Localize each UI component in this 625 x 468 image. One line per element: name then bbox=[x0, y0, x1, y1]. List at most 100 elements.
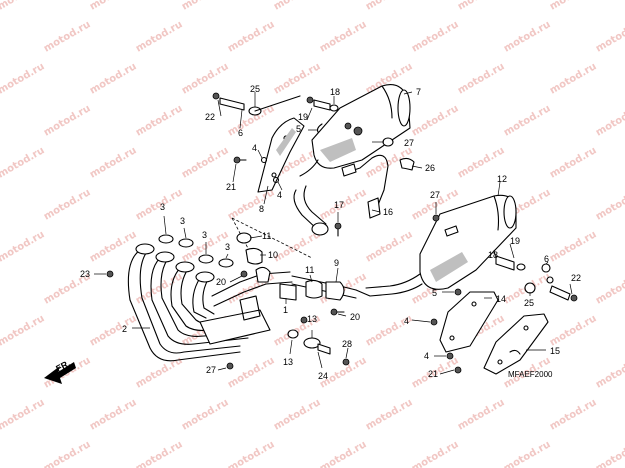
watermark-text: motod.ru bbox=[42, 103, 92, 139]
lower-right-hardware bbox=[454, 255, 578, 302]
watermark-text: motod.ru bbox=[594, 187, 625, 223]
watermark-text: motod.ru bbox=[318, 19, 368, 55]
callout: 5 bbox=[296, 124, 301, 134]
watermark-text: motod.ru bbox=[0, 313, 46, 349]
watermark-text: motod.ru bbox=[502, 103, 552, 139]
callout: 21 bbox=[428, 369, 438, 379]
callout: 15 bbox=[550, 346, 560, 356]
callout: 1 bbox=[283, 305, 288, 315]
watermark-text: motod.ru bbox=[594, 19, 625, 55]
watermark-text: motod.ru bbox=[364, 0, 414, 13]
diagram-code: MFAEF2000 bbox=[508, 370, 553, 379]
watermark-text: motod.ru bbox=[548, 0, 598, 13]
callout: 3 bbox=[160, 202, 165, 212]
watermark-text: motod.ru bbox=[272, 61, 322, 97]
watermark-text: motod.ru bbox=[548, 397, 598, 433]
watermark-text: motod.ru bbox=[364, 229, 414, 265]
watermark-text: motod.ru bbox=[456, 61, 506, 97]
upper-bracket-parts bbox=[212, 92, 415, 184]
callout: 6 bbox=[544, 254, 549, 264]
callout: 20 bbox=[350, 312, 360, 322]
watermark-text: motod.ru bbox=[180, 61, 230, 97]
watermark-text: motod.ru bbox=[0, 61, 46, 97]
lower-muffler bbox=[355, 194, 517, 297]
callout: 2 bbox=[122, 324, 127, 334]
watermark-text: motod.ru bbox=[410, 19, 460, 55]
callout: 25 bbox=[524, 298, 534, 308]
callout: 28 bbox=[342, 339, 352, 349]
watermark-text: motod.ru bbox=[88, 313, 138, 349]
callout: 27 bbox=[404, 138, 414, 148]
callout: 23 bbox=[80, 269, 90, 279]
watermark-text: motod.ru bbox=[594, 439, 625, 468]
callout: 27 bbox=[430, 190, 440, 200]
watermark-text: motod.ru bbox=[180, 0, 230, 13]
watermark-text: motod.ru bbox=[318, 439, 368, 468]
watermark-text: motod.ru bbox=[134, 103, 184, 139]
callout: 4 bbox=[252, 143, 257, 153]
watermark-text: motod.ru bbox=[226, 187, 276, 223]
watermark-text: motod.ru bbox=[226, 19, 276, 55]
watermark-text: motod.ru bbox=[134, 271, 184, 307]
watermark-text: motod.ru bbox=[0, 145, 46, 181]
watermark-text: motod.ru bbox=[272, 229, 322, 265]
exhaust-headers bbox=[127, 243, 357, 370]
watermark-text: motod.ru bbox=[42, 19, 92, 55]
callout: 21 bbox=[226, 182, 236, 192]
watermark-text: motod.ru bbox=[502, 19, 552, 55]
watermark-text: motod.ru bbox=[0, 0, 46, 13]
watermark-text: motod.ru bbox=[88, 229, 138, 265]
watermark-text: motod.ru bbox=[226, 439, 276, 468]
callout: 4 bbox=[404, 316, 409, 326]
watermark-text: motod.ru bbox=[594, 271, 625, 307]
callout: 22 bbox=[205, 112, 215, 122]
oxygen-sensor bbox=[334, 154, 389, 237]
watermark-text: motod.ru bbox=[272, 0, 322, 13]
callout: 18 bbox=[488, 250, 498, 260]
callout: 26 bbox=[425, 163, 435, 173]
callout: 3 bbox=[180, 216, 185, 226]
callout: 18 bbox=[330, 87, 340, 97]
callout: 12 bbox=[497, 174, 507, 184]
leader-lines bbox=[94, 91, 573, 375]
watermark-text: motod.ru bbox=[456, 0, 506, 13]
watermark-text: motod.ru bbox=[364, 397, 414, 433]
callout: 14 bbox=[496, 294, 506, 304]
watermark-text: motod.ru bbox=[456, 397, 506, 433]
lower-heat-shields bbox=[430, 291, 549, 375]
watermark-text: motod.ru bbox=[0, 229, 46, 265]
callout: 7 bbox=[416, 87, 421, 97]
watermark-text: motod.ru bbox=[548, 313, 598, 349]
callout: 24 bbox=[318, 371, 328, 381]
callout: 8 bbox=[259, 204, 264, 214]
watermark-text: motod.ru bbox=[134, 19, 184, 55]
watermark-text: motod.ru bbox=[410, 439, 460, 468]
callout: 6 bbox=[238, 128, 243, 138]
watermark-text: motod.ru bbox=[88, 61, 138, 97]
watermark-text: motod.ru bbox=[134, 439, 184, 468]
callout: 22 bbox=[571, 273, 581, 283]
callout: 9 bbox=[334, 258, 339, 268]
callout: 16 bbox=[383, 207, 393, 217]
callout: 11 bbox=[305, 265, 314, 275]
callout: 17 bbox=[334, 200, 344, 210]
callout: 27 bbox=[206, 365, 216, 375]
watermark-text: motod.ru bbox=[88, 397, 138, 433]
callout-numbers: 22 25 6 18 19 5 7 27 4 26 21 4 8 17 16 1… bbox=[80, 84, 581, 381]
watermark-text: motod.ru bbox=[594, 355, 625, 391]
callout: 10 bbox=[268, 250, 278, 260]
callout: 11 bbox=[262, 231, 271, 241]
watermark-text: motod.ru bbox=[548, 61, 598, 97]
watermark-text: motod.ru bbox=[226, 355, 276, 391]
callout: 13 bbox=[283, 357, 293, 367]
callout: 25 bbox=[250, 84, 260, 94]
watermark-text: motod.ru bbox=[42, 439, 92, 468]
watermark-text: motod.ru bbox=[42, 187, 92, 223]
callout: 5 bbox=[432, 288, 437, 298]
callout: 3 bbox=[225, 242, 230, 252]
watermark-text: motod.ru bbox=[502, 439, 552, 468]
watermark-text: motod.ru bbox=[594, 103, 625, 139]
